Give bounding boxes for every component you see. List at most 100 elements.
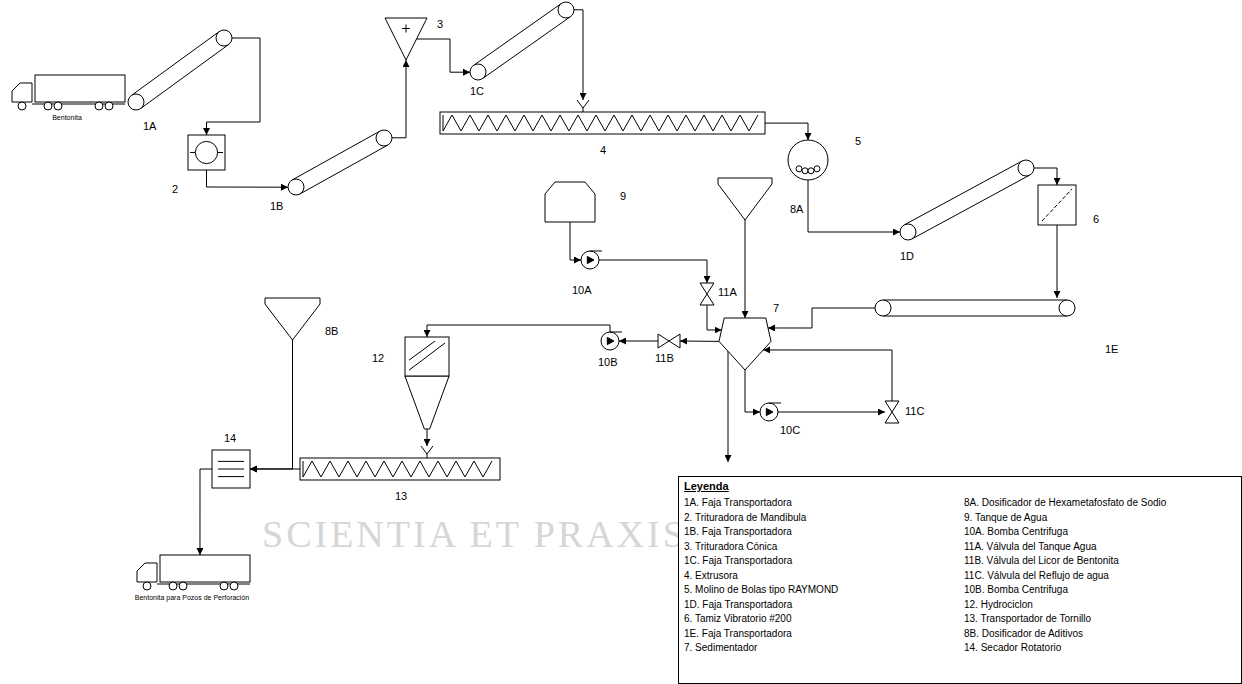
truck-trailer [160,555,250,582]
cyclone-spigot [427,429,428,435]
callout-number: 4 [600,144,606,157]
legend-entry: 9. Tanque de Agua [964,511,1234,526]
equipment-symbol [658,334,680,348]
process-line [250,340,293,469]
grinding-ball [814,166,820,172]
valve-symbol: 11A [700,283,714,305]
valve-body [658,334,680,348]
equipment-symbol [885,401,899,423]
pump-outlet [590,251,602,252]
belt-pulley [1059,300,1075,316]
legend-entry: 1C. Faja Transportadora [684,554,954,569]
belt-pulley [900,224,916,240]
belt-pulley [288,179,304,195]
sieve-mesh [1042,189,1072,221]
screw-trough [440,112,765,134]
legend-entry: 11C. Válvula del Reflujo de agua [964,569,1234,584]
belt-edge [883,316,1067,317]
process-line [427,325,610,337]
equipment-symbol [470,2,574,80]
callout-number: 5 [855,135,861,148]
process-line [680,341,719,342]
callout-number: 10C [780,424,800,437]
crusher-body [188,135,225,170]
conveyor-belt: 1A [128,30,232,110]
equipment-symbol [700,283,714,305]
valve-symbol: 11B [658,334,680,348]
callout-number: 9 [620,190,626,203]
process-line [808,180,900,232]
truck-wheel [169,582,177,590]
belt-edge [131,32,219,96]
equipment-symbol [385,18,427,60]
callout-number: 3 [437,18,443,31]
conveyor-belt: 1B [288,130,392,195]
legend-entry: 13. Transportador de Tornillo [964,612,1234,627]
callout-number: 8A [790,203,803,216]
legend-box: Leyenda 1A. Faja Transportadora2. Tritur… [678,476,1242,684]
grinding-ball [802,168,808,174]
process-line [417,39,471,72]
legend-heading: Leyenda [684,480,729,492]
callout-number: 7 [773,302,779,315]
cone-crusher: 3 [385,18,427,60]
crusher-wheel [195,141,217,163]
equipment-symbol [545,182,595,222]
legend-entry: 10A. Bomba Centrifuga [964,525,1234,540]
equipment-symbol [788,140,828,180]
truck-wheel [143,582,151,590]
truck-wheel [179,582,187,590]
pump-casing [601,332,619,350]
legend-entry: 3. Trituradora Cónica [684,540,954,555]
settler: 7 [719,318,771,370]
truck-wheel [105,102,113,110]
belt-edge [483,17,571,79]
belt-pulley [128,94,144,110]
pump-casing [760,403,778,421]
belt-pulley [1018,160,1034,176]
pump-impeller [587,256,594,263]
legend-heading-holder: Leyenda [684,480,729,492]
legend-column: 8A. Dosificador de Hexametafosfato de So… [964,496,1234,656]
equipment-symbol [10,75,125,110]
equipment-symbol [128,30,232,110]
equipment-symbol [601,332,619,350]
process-line [1057,225,1058,298]
legend-entry: 4. Extrusora [684,569,954,584]
callout-number: 1E [1105,343,1118,356]
truck-caption: Bentonita para Pozos de Perforación [135,593,249,602]
callout-number: 1A [143,120,156,133]
legend-entry: 6. Tamiz Vibratorio #200 [684,612,954,627]
callout-number: 13 [395,490,407,503]
hopper-body [265,298,320,340]
callout-number: 10B [598,356,618,369]
plus-sign [402,25,410,33]
legend-entry: 10B. Bomba Centrifuga [964,583,1234,598]
equipment-symbol [300,446,500,480]
callout-number: 10A [572,284,592,297]
process-line [200,469,212,555]
valve-body [700,283,714,305]
truck-cab [137,563,157,582]
callout-number: 1C [470,85,484,98]
belt-edge [883,300,1067,301]
truck-wheel [95,102,103,110]
tank-body [545,182,595,222]
underflow-outlet [728,351,729,462]
equipment-symbol [212,450,250,488]
screw-trough [300,458,500,480]
cyclone-baffle [409,341,445,370]
hydrocyclone: 12 [405,337,449,435]
pump-outlet [769,403,781,404]
dryer-flight [218,461,244,476]
process-line [570,222,581,260]
truck-caption: Bentonita [52,113,82,122]
feed-chute [577,100,589,112]
belt-pulley [558,2,574,18]
truck-wheel [220,582,228,590]
equipment-symbol [581,251,599,269]
legend-entry: 12. Hydrociclon [964,598,1234,613]
process-line [763,350,892,401]
callout-number: 2 [172,183,178,196]
